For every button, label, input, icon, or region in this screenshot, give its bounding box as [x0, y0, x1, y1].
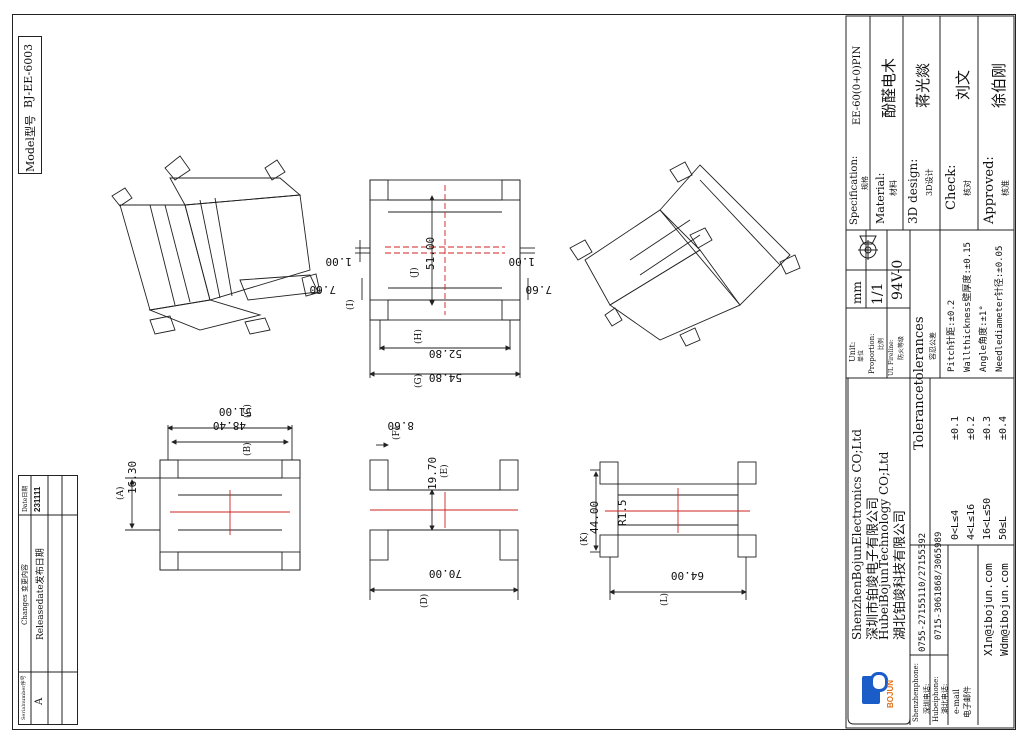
- tolerance-range-0: 0<L≤4: [950, 509, 961, 540]
- title-block-lines: [845, 15, 1015, 729]
- contact-email-value2[interactable]: Wdm@ibojun.com: [998, 563, 1011, 656]
- dim-48-40: 48.40: [212, 419, 246, 432]
- spec-sub: 规格: [861, 176, 869, 190]
- side-view-middle: [369, 442, 519, 600]
- contact-email-label: e-mail: [952, 689, 961, 714]
- label-C: (C): [243, 404, 253, 418]
- flame-value: 94V-0: [890, 259, 906, 300]
- label-I: (I): [346, 299, 356, 310]
- dim-7-60-left: 7.60: [309, 283, 337, 296]
- dim-44-00: 44.00: [588, 500, 601, 534]
- approved-sub: 核准: [1001, 180, 1010, 196]
- tolerance-tol-2: ±0.3: [982, 415, 993, 440]
- check-value: 刘文: [954, 69, 972, 100]
- company-line4: 湖北铂竣科技有限公司: [893, 509, 908, 640]
- dim-1-00-left: 1.00: [325, 255, 353, 268]
- dim-70-00: 70.00: [428, 567, 462, 580]
- label-F: (F): [392, 426, 402, 440]
- approved-value: 徐伯刚: [990, 62, 1008, 108]
- label-J: (J): [410, 267, 420, 278]
- contact-email-sub: 电子邮件: [963, 686, 972, 718]
- label-K: (K): [580, 532, 590, 546]
- dim-1-00-right: 1.00: [508, 255, 536, 268]
- dim-7-60-right: 7.60: [525, 283, 553, 296]
- label-E: (E): [440, 464, 450, 478]
- tolerance-range-3: 50≤L: [998, 515, 1009, 540]
- side-view-right: [590, 461, 757, 600]
- tolerance-general-1: Wallthickness壁厚度:±0.15: [963, 242, 973, 372]
- tolerance-general-3: Needlediameter针径:±0.05: [995, 245, 1005, 372]
- contact-email-value1[interactable]: X1n@ibojun.com: [982, 563, 995, 656]
- label-L: (L): [660, 593, 670, 606]
- flame-label: UL Fireline:: [888, 339, 895, 376]
- iso-view-right: [569, 161, 801, 347]
- contact-hb-sub: 湖北电话:: [941, 683, 949, 714]
- contact-hb-value: 0715-3061868/3065989: [934, 531, 944, 640]
- contact-sz-label: Shenzhenphone:: [912, 662, 920, 722]
- iso-view-left: [111, 155, 321, 335]
- tolerance-sub: 容忍公差: [929, 332, 937, 360]
- check-label: Check:: [944, 164, 959, 210]
- label-H: (H): [414, 329, 424, 344]
- radius-1-5: R1.5: [616, 499, 629, 527]
- company-logo: BOJUN: [856, 668, 898, 710]
- tolerance-general-0: Pitch针距:±0.2: [947, 299, 957, 372]
- material-value: 酚醛电木: [880, 57, 898, 118]
- unit-sub: 单位: [858, 349, 865, 362]
- proportion-sub: 比例: [878, 337, 885, 350]
- label-A: (A): [116, 486, 126, 500]
- logo-text: BOJUN: [886, 679, 895, 708]
- spec-label: Specification:: [849, 155, 860, 225]
- tolerance-tol-0: ±0.1: [950, 415, 961, 440]
- drawing-frame: [12, 14, 1016, 730]
- dim-51-00-J: 51.00: [424, 236, 437, 270]
- tolerance-general-2: Angle角度:±1°: [979, 305, 989, 372]
- dim-52-80: 52.80: [428, 347, 462, 360]
- tolerance-range-1: 4<L≤16: [966, 503, 977, 540]
- approved-label: Approved:: [982, 156, 997, 224]
- proportion-value: 1/1: [870, 282, 886, 305]
- label-D: (D): [420, 593, 430, 608]
- check-sub: 核对: [963, 180, 972, 196]
- logo-mark-ring: [870, 672, 888, 692]
- material-label: Material:: [874, 172, 887, 224]
- contact-sz-value: 0755-27155110/27155392: [918, 532, 928, 652]
- material-sub: 材料: [889, 180, 898, 196]
- side-view-left: [125, 425, 301, 571]
- design-label: 3D design:: [906, 158, 920, 224]
- dim-19-70: 19.70: [426, 456, 439, 490]
- model-box: [18, 36, 42, 174]
- flame-sub: 防火等级: [898, 335, 905, 360]
- design-value: 蒋光燚: [914, 62, 932, 108]
- dim-16-30: 16.30: [126, 460, 139, 494]
- dim-54-80: 54.80: [428, 371, 462, 384]
- tolerance-tol-3: ±0.4: [998, 415, 1009, 440]
- label-B: (B): [243, 442, 253, 456]
- dim-64-00: 64.00: [670, 569, 704, 582]
- label-G: (G): [414, 373, 424, 388]
- contact-sz-sub: 深圳电话:: [923, 683, 931, 714]
- tolerance-range-2: 16<L≤50: [982, 497, 993, 540]
- tolerance-label: Tolerancetolerances: [912, 316, 927, 450]
- spec-value: EE-60(0+0)PIN: [852, 45, 863, 125]
- design-sub: 3D设计: [925, 168, 934, 196]
- unit-value: mm: [850, 281, 864, 304]
- tolerance-tol-1: ±0.2: [966, 415, 977, 440]
- contact-hb-label: Hubeiphone:: [932, 676, 940, 722]
- proportion-label: Proportion:: [868, 333, 876, 374]
- top-view: [355, 179, 535, 378]
